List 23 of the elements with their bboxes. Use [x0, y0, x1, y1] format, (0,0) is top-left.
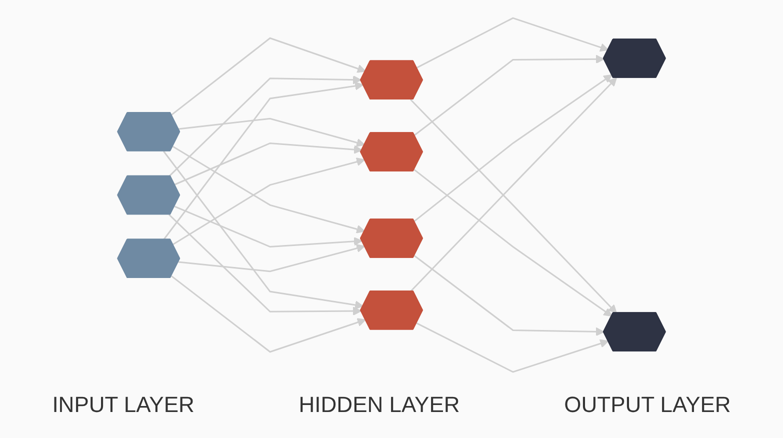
arrow [163, 82, 364, 240]
layer-label: HIDDEN LAYER [298, 392, 460, 418]
arrow [410, 98, 617, 314]
arrow [416, 17, 609, 68]
arrow [414, 169, 612, 317]
arrow [174, 206, 362, 248]
arrow [174, 142, 362, 186]
arrow [178, 244, 366, 272]
arrow [414, 74, 612, 222]
layer-label: OUTPUT LAYER [564, 392, 731, 418]
arrow [178, 118, 366, 147]
arrow [163, 150, 364, 310]
arrow [171, 37, 366, 116]
arrow [168, 214, 362, 316]
arrow [416, 322, 609, 373]
arrow [168, 75, 362, 177]
arrow [414, 255, 605, 336]
arrow [172, 146, 366, 234]
arrow [410, 77, 617, 292]
layer-label: INPUT LAYER [52, 392, 194, 418]
arrow [172, 158, 366, 246]
arrow [414, 54, 605, 136]
arrow [171, 275, 366, 353]
